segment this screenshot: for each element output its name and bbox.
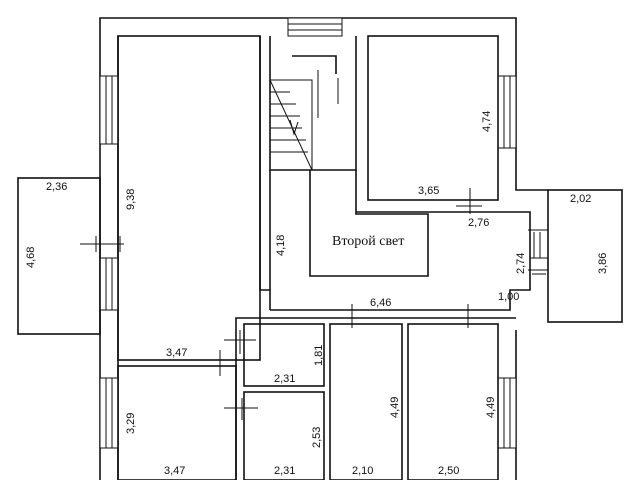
dim-mid-room-h: 4,49 [389,397,401,418]
dim-hall-w: 6,46 [370,297,391,309]
dim-right-room-w: 2,50 [438,465,459,477]
second-light-label: Второй свет [332,234,404,249]
top-window [287,17,343,37]
dim-bottom-left-room-h: 3,29 [125,413,137,434]
dim-bottom-left-room-w: 3,47 [164,465,185,477]
dim-right-balcony-h: 3,86 [597,253,609,274]
top-right-room [367,35,499,214]
hall [270,211,549,328]
dim-small-room-bottom-h: 2,53 [311,427,323,448]
dim-left-balcony-h: 4,68 [25,247,37,268]
dim-top-right-room-w: 3,65 [418,185,439,197]
dim-big-room-w: 3,47 [166,347,187,359]
dim-left-balcony-w: 2,36 [46,181,67,193]
dim-mid-room-w: 2,10 [352,465,373,477]
dim-passage-w: 2,76 [468,217,489,229]
dimension-labels: 2,36 4,68 9,38 3,47 4,18 4,74 3,65 2,76 … [25,111,609,477]
dim-corridor-h: 4,18 [275,235,287,256]
dim-hall-step: 1,00 [498,291,519,303]
dim-passage-h: 2,74 [515,253,527,274]
dim-small-room-bottom-w: 2,31 [274,465,295,477]
right-balcony [547,189,623,323]
bottom-rooms [117,317,516,480]
corridor-wall [259,36,271,310]
left-balcony [17,177,101,335]
dim-small-room-top-w: 2,31 [274,373,295,385]
dim-big-room-h: 9,38 [125,189,137,210]
staircase [269,36,357,171]
dim-small-room-top-h: 1,81 [313,345,325,366]
dim-top-right-room-h: 4,74 [481,111,493,132]
second-light-void [309,170,429,277]
dim-right-balcony-w: 2,02 [570,193,591,205]
dim-right-room-h: 4,49 [485,397,497,418]
